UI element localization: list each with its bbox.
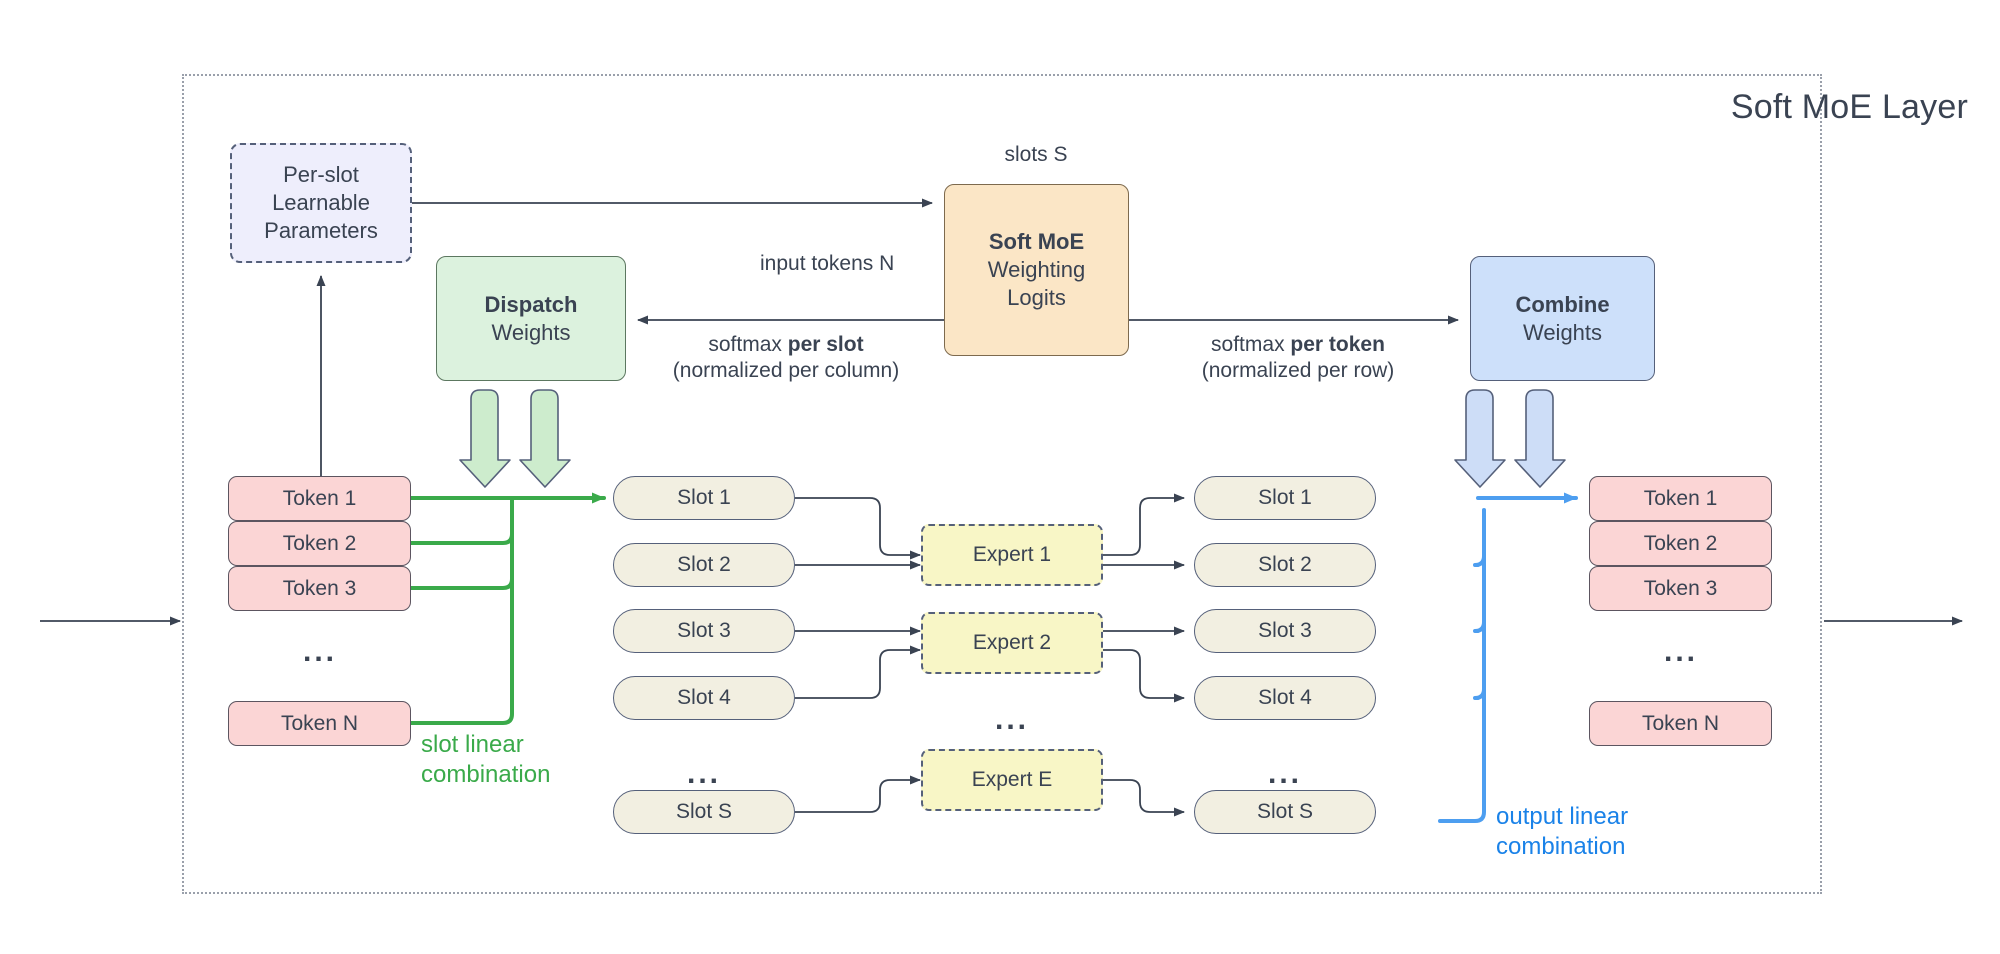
per-slot-learnable-parameters-box[interactable]: Per-slot Learnable Parameters	[230, 143, 412, 263]
expert-2[interactable]: Expert 2	[921, 612, 1103, 674]
edge-slotS-expertE	[795, 775, 921, 813]
input-slot-s[interactable]: Slot S	[613, 790, 795, 834]
output-token-n-label: Token N	[1641, 711, 1720, 735]
output-tokens-ellipsis: ...	[1663, 635, 1699, 668]
combine-weights-box[interactable]: Combine Weights	[1470, 256, 1655, 381]
output-slot-3-label: Slot 3	[1258, 619, 1312, 642]
slots-s-label: slots S	[1004, 143, 1068, 166]
output-slot-2[interactable]: Slot 2	[1194, 543, 1376, 587]
output-token-3-label: Token 3	[1643, 576, 1718, 600]
combine-line-2: Weights	[1522, 319, 1603, 345]
input-tokens-n-label: input tokens N	[760, 252, 895, 275]
output-token-3[interactable]: Token 3	[1589, 566, 1772, 611]
edge-expert1-slot1	[1102, 493, 1185, 556]
output-token-1[interactable]: Token 1	[1589, 476, 1772, 521]
edge-expert2-slot4	[1102, 649, 1185, 703]
input-tokens-ellipsis: ...	[302, 635, 338, 668]
input-slot-1[interactable]: Slot 1	[613, 476, 795, 520]
input-slot-4[interactable]: Slot 4	[613, 676, 795, 720]
page-title: Soft MoE Layer	[1730, 88, 1968, 126]
dispatch-down-arrow-2	[519, 389, 571, 488]
slot-linear-combination-line-2: combination	[421, 761, 551, 788]
dispatch-down-arrow-1	[459, 389, 511, 488]
slot-linear-combination-line-1: slot linear	[421, 731, 524, 758]
input-token-n[interactable]: Token N	[228, 701, 411, 746]
input-token-2-label: Token 2	[282, 531, 357, 555]
softmax-per-token-subtext: (normalized per row)	[1201, 359, 1395, 383]
logits-line-1: Soft MoE	[988, 229, 1085, 255]
dispatch-line-1: Dispatch	[484, 291, 578, 317]
dispatch-line-2: Weights	[491, 319, 571, 345]
output-token-2[interactable]: Token 2	[1589, 521, 1772, 566]
combine-down-arrow-1	[1454, 389, 1506, 488]
input-token-3[interactable]: Token 3	[228, 566, 411, 611]
slot-linear-combination-label: slot linear combination	[421, 730, 550, 790]
softmax-per-slot-subtext: (normalized per column)	[672, 359, 900, 383]
input-token-n-label: Token N	[280, 711, 359, 735]
output-slot-1-label: Slot 1	[1258, 486, 1312, 509]
input-slot-3-label: Slot 3	[677, 619, 731, 642]
expert-1-label: Expert 1	[972, 543, 1052, 566]
output-token-1-label: Token 1	[1643, 486, 1718, 510]
softmax-per-slot-prefix: softmax	[708, 333, 788, 356]
softmax-per-slot-emphasis: per slot	[787, 333, 864, 356]
softmax-per-slot-label: softmax per slot (normalized per column)	[673, 332, 899, 385]
soft-moe-weighting-logits-box[interactable]: Soft MoE Weighting Logits	[944, 184, 1129, 356]
input-token-1-label: Token 1	[282, 486, 357, 510]
combine-down-arrow-2	[1514, 389, 1566, 488]
input-token-3-label: Token 3	[282, 576, 357, 600]
edge-slotS-blue	[1438, 687, 1486, 823]
output-token-2-label: Token 2	[1643, 531, 1718, 555]
params-line-1: Per-slot	[283, 162, 359, 188]
output-slots-ellipsis: ...	[1267, 757, 1303, 790]
output-slot-1[interactable]: Slot 1	[1194, 476, 1376, 520]
input-slot-1-label: Slot 1	[677, 486, 731, 509]
input-slot-3[interactable]: Slot 3	[613, 609, 795, 653]
logits-line-2: Weighting	[987, 257, 1086, 283]
expert-1[interactable]: Expert 1	[921, 524, 1103, 586]
softmax-per-token-prefix: softmax	[1211, 333, 1291, 356]
expert-2-label: Expert 2	[972, 631, 1052, 654]
params-line-2: Learnable	[272, 190, 370, 216]
edge-expertE-slotS	[1102, 779, 1185, 817]
softmax-per-token-label: softmax per token (normalized per row)	[1202, 332, 1395, 385]
input-slot-4-label: Slot 4	[677, 686, 731, 709]
soft-moe-layer-frame	[182, 74, 1822, 894]
expert-e-label: Expert E	[971, 768, 1053, 791]
edge-slot4-expert2	[795, 645, 921, 699]
dispatch-weights-box[interactable]: Dispatch Weights	[436, 256, 626, 381]
input-slot-s-label: Slot S	[675, 800, 733, 823]
input-slot-2-label: Slot 2	[677, 553, 731, 576]
softmax-per-token-emphasis: per token	[1290, 333, 1385, 356]
edge-slot1-expert1	[795, 497, 921, 560]
edge-tokenN-green	[407, 558, 514, 725]
expert-e[interactable]: Expert E	[921, 749, 1103, 811]
output-linear-combination-line-2: combination	[1496, 833, 1626, 860]
output-linear-combination-label: output linear combination	[1496, 802, 1628, 862]
output-linear-combination-line-1: output linear	[1496, 803, 1629, 830]
input-slots-ellipsis: ...	[686, 757, 722, 790]
output-slot-4-label: Slot 4	[1258, 686, 1312, 709]
output-token-n[interactable]: Token N	[1589, 701, 1772, 746]
input-slot-2[interactable]: Slot 2	[613, 543, 795, 587]
params-line-3: Parameters	[264, 217, 378, 243]
experts-ellipsis: ...	[994, 703, 1030, 736]
input-token-2[interactable]: Token 2	[228, 521, 411, 566]
input-token-1[interactable]: Token 1	[228, 476, 411, 521]
output-slot-2-label: Slot 2	[1258, 553, 1312, 576]
output-slot-4[interactable]: Slot 4	[1194, 676, 1376, 720]
combine-line-1: Combine	[1515, 291, 1610, 317]
output-slot-s[interactable]: Slot S	[1194, 790, 1376, 834]
output-slot-3[interactable]: Slot 3	[1194, 609, 1376, 653]
logits-line-3: Logits	[1007, 284, 1066, 310]
output-slot-s-label: Slot S	[1256, 800, 1314, 823]
